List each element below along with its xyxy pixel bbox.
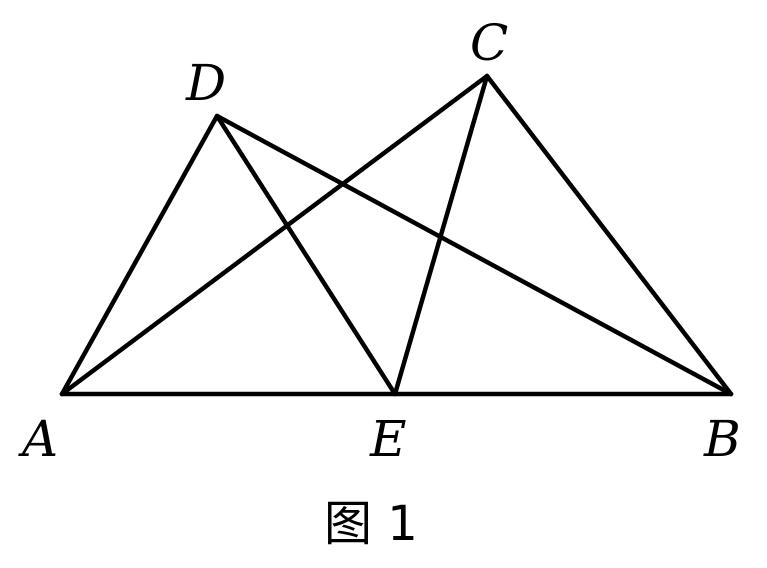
label-point-c: C — [470, 14, 508, 72]
segment-CE — [392, 73, 490, 397]
segment-AD — [59, 113, 220, 397]
segment-AC — [59, 73, 490, 397]
label-point-e: E — [369, 410, 407, 468]
label-point-d: D — [185, 54, 226, 112]
segments — [59, 73, 734, 397]
figure-caption: 图 1 — [324, 496, 418, 552]
label-point-a: A — [18, 410, 58, 468]
segment-CB — [484, 73, 734, 397]
label-point-b: B — [703, 410, 741, 468]
segment-DB — [214, 113, 734, 397]
point-labels: A E B D C — [18, 14, 741, 468]
segment-DE — [214, 113, 398, 397]
